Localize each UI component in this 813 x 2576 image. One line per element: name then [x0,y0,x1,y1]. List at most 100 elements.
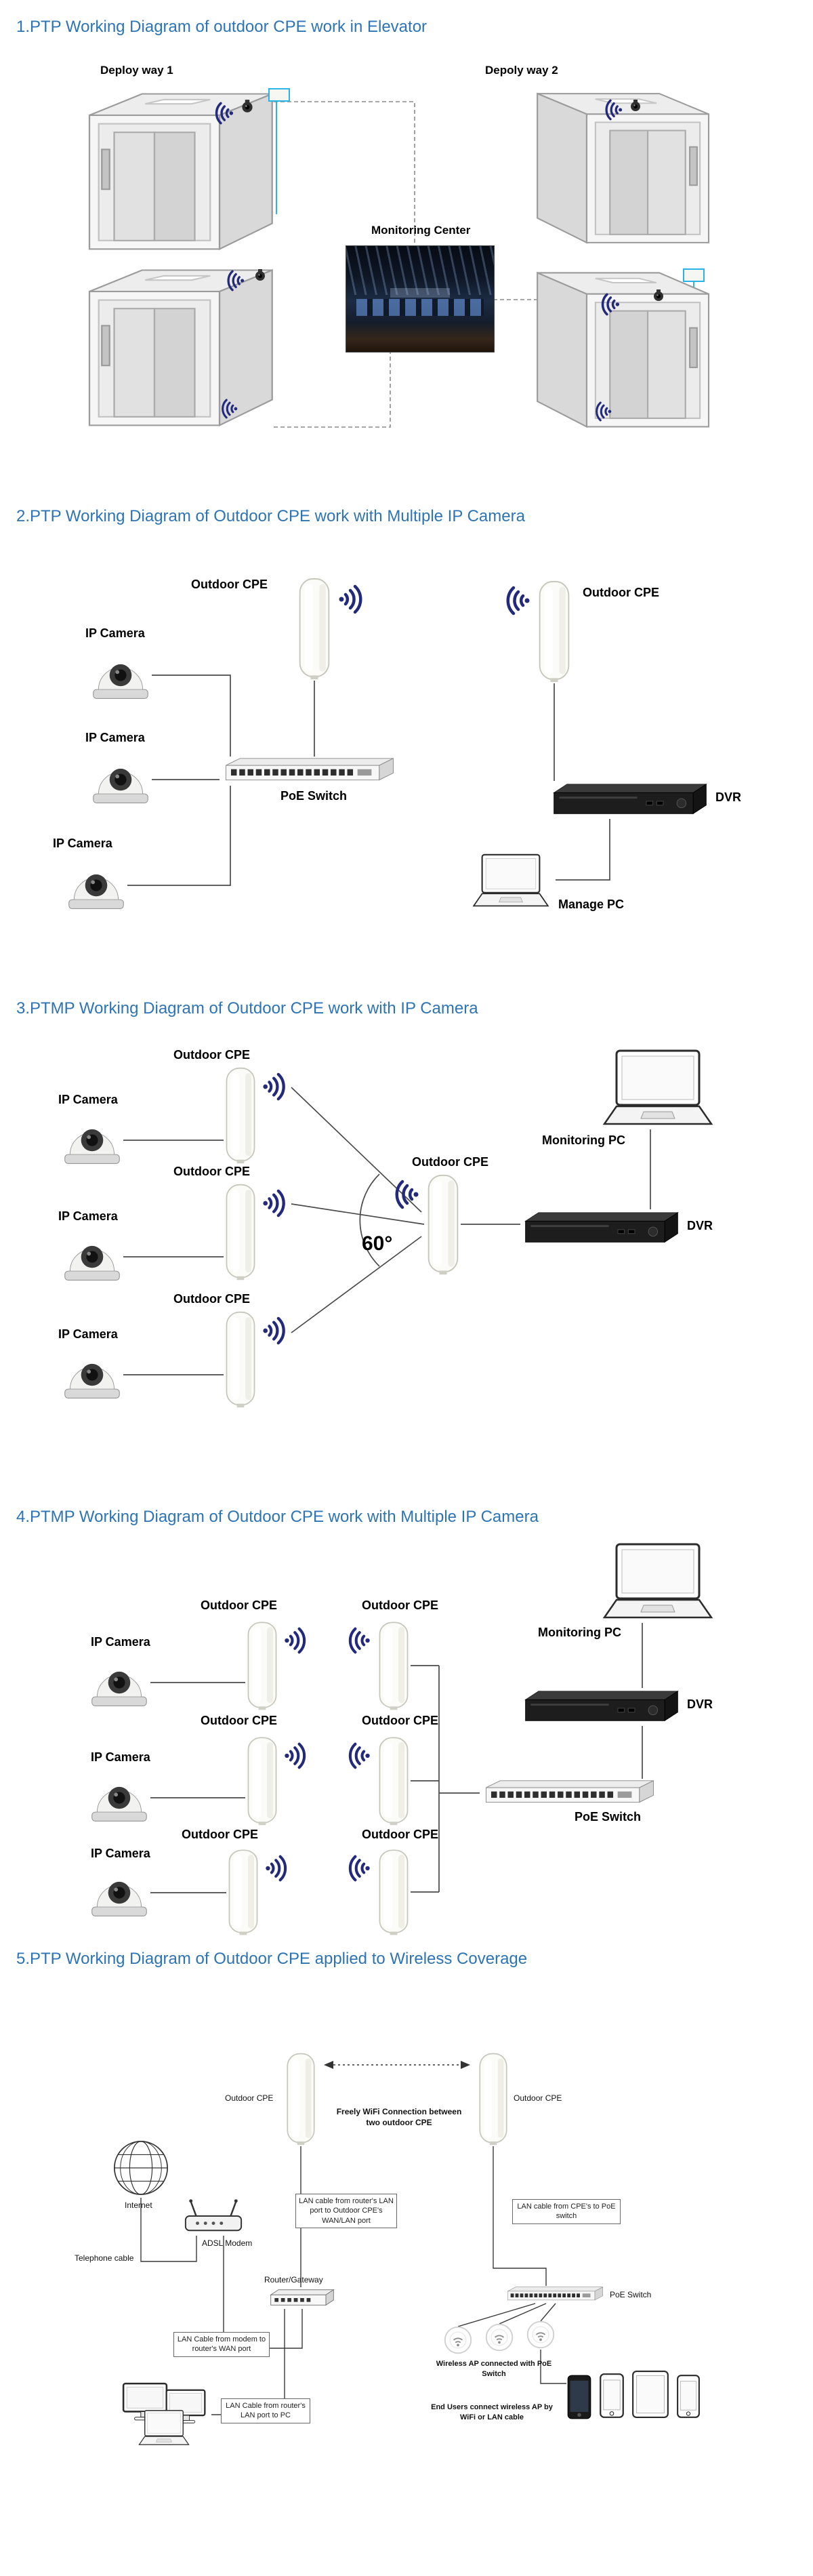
router-gateway-label: Router/Gateway [264,2275,323,2285]
ip-camera-label: IP Camera [85,731,145,744]
elevator-right-bottom [537,272,710,428]
ip-camera-label: IP Camera [91,1847,150,1860]
outdoor-cpe-device [247,1622,277,1711]
internet-globe-icon [114,2141,168,2195]
wifi-signal-icon [283,1627,310,1654]
smartphone-device [567,2375,591,2419]
lan-cpe-to-poe-note: LAN cable from CPE's to PoE switch [512,2199,621,2224]
outdoor-cpe-device [287,2053,315,2146]
section3-angle-arc [359,1173,380,1267]
ip-camera-device [64,1363,120,1398]
ip-camera-label: IP Camera [91,1750,150,1764]
section-3-title: 3.PTMP Working Diagram of Outdoor CPE wo… [16,999,478,1018]
wifi-signal-icon [222,399,238,419]
outdoor-cpe-device [428,1174,459,1276]
monitoring-pc-device [603,1049,713,1125]
deploy-way-1-label: Deploy way 1 [100,64,173,77]
photo-ceiling-lights [346,246,494,295]
wireless-ap-caption: Wireless AP connected with PoE Switch [436,2360,552,2378]
poe-switch-device [225,758,394,781]
wifi-signal-icon [283,1742,310,1769]
outdoor-cpe-device [379,1849,409,1936]
ip-camera-device [93,664,148,699]
wifi-signal-icon [605,99,623,121]
section4-connectors [150,1623,643,1893]
outdoor-cpe-label: Outdoor CPE [514,2093,562,2103]
wifi-signal-icon [344,1742,371,1769]
poe-switch-device [507,2287,603,2301]
ip-camera-label: IP Camera [58,1327,118,1341]
wifi-signal-icon [215,102,234,125]
photo-glow [390,288,450,298]
outdoor-cpe-label: Outdoor CPE [362,1828,438,1841]
outdoor-cpe-label: Outdoor CPE [173,1048,250,1062]
poe-switch-label: PoE Switch [280,789,348,803]
smartphone-device [677,2375,700,2418]
ip-camera-device [91,1881,147,1916]
wifi-signal-icon [262,1072,290,1101]
monitoring-room-photo [346,245,495,353]
outdoor-cpe-label: Outdoor CPE [191,578,268,591]
adsl-modem-label: ADSL Modem [202,2238,253,2248]
wifi-link-arrowhead-left [324,2061,333,2069]
ip-camera-device [93,768,148,803]
smartphone-device [600,2373,624,2418]
manage-pc-device [473,853,549,907]
poe-switch-label: PoE Switch [575,1810,642,1824]
section1-dashed-connectors [274,101,542,428]
wireless-ap-device [485,2323,514,2352]
outdoor-cpe-device [379,1622,409,1711]
wireless-ap-device [444,2326,472,2354]
outdoor-cpe-label: Outdoor CPE [182,1828,258,1841]
dvr-device [554,784,707,814]
dvr-device [525,1212,678,1243]
poe-switch-label: PoE Switch [610,2290,652,2299]
ip-camera-label: IP Camera [85,626,145,640]
dvr-label: DVR [715,790,742,804]
outdoor-cpe-label: Outdoor CPE [201,1598,277,1612]
section-2-title: 2.PTP Working Diagram of Outdoor CPE wor… [16,507,525,525]
outdoor-cpe-device [539,580,570,683]
section2-connectors [127,675,610,886]
elevator-camera-icon [654,289,663,301]
outdoor-cpe-device [226,1067,255,1165]
monitoring-pc-label: Monitoring PC [542,1133,625,1147]
lan-router-to-pc-note: LAN Cable from router's LAN port to PC [221,2398,310,2423]
ip-camera-device [64,1129,120,1164]
wifi-signal-icon [227,270,245,291]
laptop-device [138,2410,190,2445]
ip-camera-label: IP Camera [53,837,112,850]
ip-camera-label: IP Camera [91,1635,150,1649]
outdoor-cpe-device [247,1737,277,1826]
monitoring-pc-label: Monitoring PC [538,1626,621,1639]
mounted-cpe-marker-right [683,268,705,282]
monitoring-pc-device [603,1543,713,1619]
ip-camera-label: IP Camera [58,1209,118,1223]
manage-pc-label: Manage PC [558,898,625,911]
lan-modem-to-router-note: LAN Cable from modem to router's WAN por… [173,2332,270,2357]
wifi-signal-icon [601,293,621,316]
ip-camera-label: IP Camera [58,1093,118,1106]
outdoor-cpe-device [226,1184,255,1281]
outdoor-cpe-label: Outdoor CPE [362,1714,438,1727]
wifi-signal-icon [501,586,531,616]
wifi-signal-icon [344,1627,371,1654]
router-gateway-device [270,2289,334,2306]
wifi-signal-icon [596,401,612,422]
elevator-camera-icon [255,269,265,281]
wifi-signal-icon [262,1189,290,1217]
mounted-cpe-marker-left [268,88,290,102]
section-1-title: 1.PTP Working Diagram of outdoor CPE wor… [16,18,428,36]
outdoor-cpe-device [226,1311,255,1409]
monitoring-center-label: Monitoring Center [371,224,471,237]
outdoor-cpe-device [379,1737,409,1826]
adsl-modem-device [184,2198,243,2232]
lan-router-to-cpe-note: LAN cable from router's LAN port to Outd… [295,2194,397,2228]
ip-camera-device [91,1786,147,1822]
elevator-camera-icon [631,100,640,111]
ip-camera-device [68,874,124,909]
ip-camera-device [91,1671,147,1706]
photo-video-wall [356,299,484,316]
dvr-label: DVR [687,1219,713,1232]
elevator-left-bottom [88,269,273,426]
